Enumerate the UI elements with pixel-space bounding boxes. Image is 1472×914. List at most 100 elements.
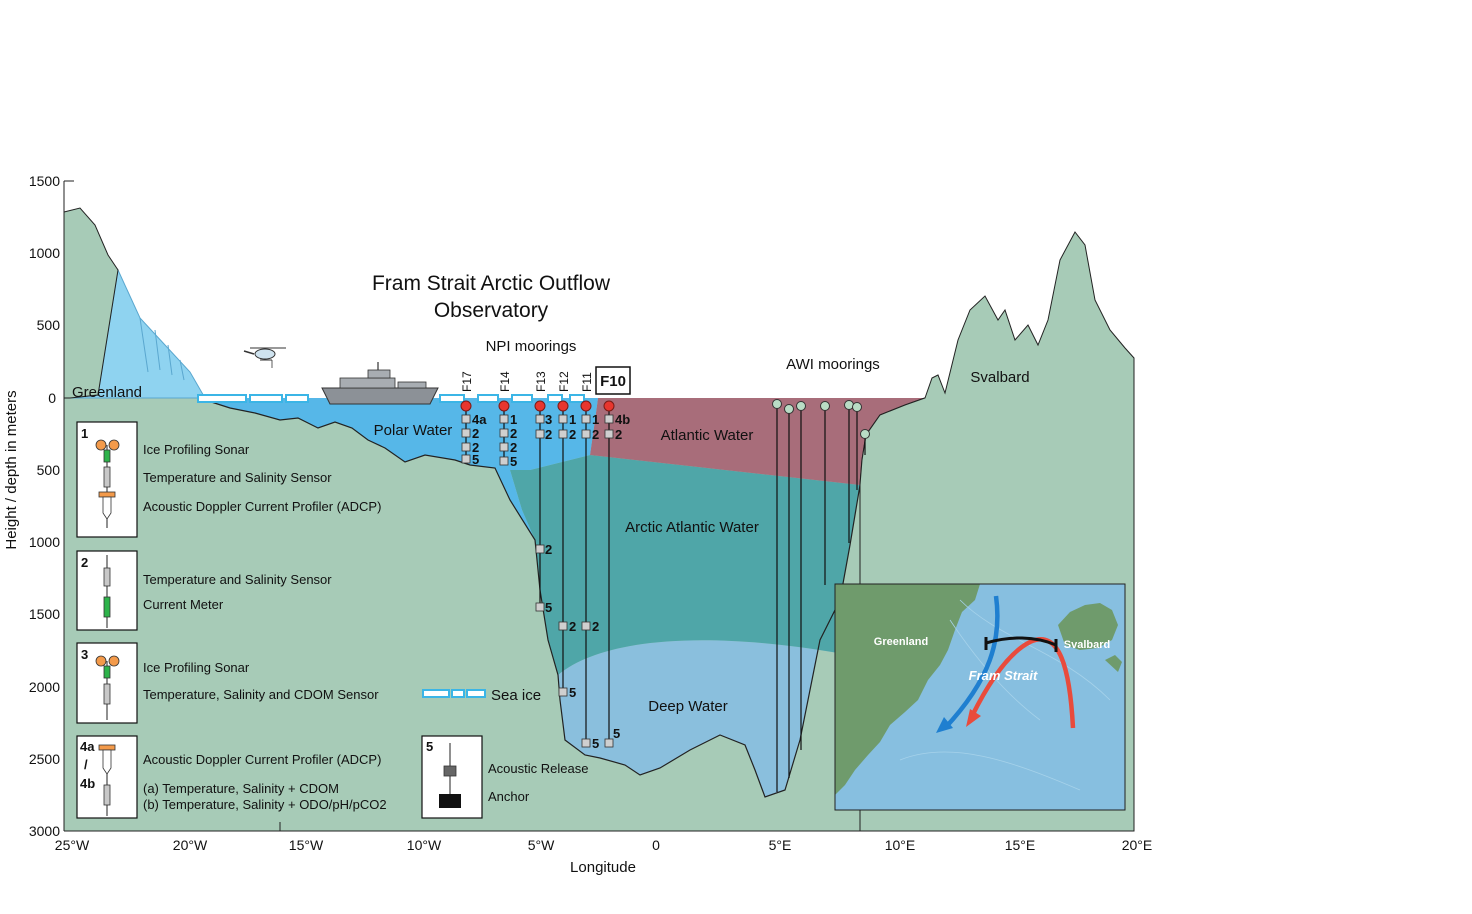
instrument — [461, 414, 471, 424]
legend-slash: / — [84, 757, 88, 772]
glacier-fringe — [139, 317, 185, 381]
instrument-number: 2 — [510, 426, 517, 441]
instrument — [581, 621, 591, 631]
instrument-number: 2 — [569, 427, 576, 442]
y-tick-label: 2000 — [29, 679, 60, 695]
x-axis: 25°W 20°W 15°W 10°W 5°W 0 5°E 10°E 15°E … — [55, 822, 1152, 876]
y-tick-label: 500 — [37, 317, 61, 333]
x-axis-label: Longitude — [570, 859, 636, 876]
legend-box-1: 1 Ice Profiling Sonar Temperature and Sa… — [76, 421, 381, 538]
instrument-number: 2 — [592, 427, 599, 442]
instrument — [604, 414, 614, 424]
legend-number: 4a — [80, 739, 95, 754]
svalbard-label: Svalbard — [970, 369, 1029, 386]
instrument — [499, 428, 509, 438]
legend-item: Acoustic Doppler Current Profiler (ADCP) — [143, 499, 381, 514]
mooring-float — [557, 400, 569, 412]
awi-moorings-label: AWI moorings — [786, 356, 880, 373]
y-tick-label: 3000 — [29, 823, 60, 839]
instrument — [558, 687, 568, 697]
helicopter-icon — [243, 347, 286, 368]
f10-box — [595, 366, 631, 395]
instrument — [604, 738, 614, 748]
instrument — [558, 429, 568, 439]
mooring-float — [460, 400, 472, 412]
legend-item: (a) Temperature, Salinity + CDOM — [143, 781, 339, 796]
y-tick-label: 0 — [48, 390, 56, 406]
legend-number: 1 — [81, 426, 88, 441]
legend-item: Temperature and Salinity Sensor — [143, 572, 332, 587]
npi-instruments — [461, 414, 614, 748]
instrument-number: 5 — [569, 685, 576, 700]
instrument — [461, 428, 471, 438]
sea-ice-legend: Sea ice — [422, 687, 541, 704]
instrument — [581, 414, 591, 424]
legend-box-5: 5 Acoustic Release Anchor — [421, 735, 588, 819]
y-tick-label: 500 — [37, 462, 61, 478]
instrument-number: 5 — [613, 726, 620, 741]
instrument — [461, 442, 471, 452]
atlantic-water — [590, 398, 925, 485]
mooring-float — [580, 400, 592, 412]
inset-svalbard-label: Svalbard — [1064, 639, 1110, 651]
instrument-number: 2 — [592, 619, 599, 634]
mooring-float — [852, 402, 862, 412]
mooring-float — [860, 429, 870, 439]
inset-section-line — [985, 636, 1057, 647]
instrument-number: 1 — [592, 412, 599, 427]
polar-water-label: Polar Water — [374, 422, 453, 439]
instrument — [535, 429, 545, 439]
x-tick-label: 0 — [652, 837, 660, 853]
deep-water-label: Deep Water — [648, 698, 727, 715]
mooring-float — [534, 400, 546, 412]
legend-item: Current Meter — [143, 597, 224, 612]
inset-greenland-label: Greenland — [874, 636, 928, 648]
legend-number: 3 — [81, 647, 88, 662]
instrument — [558, 621, 568, 631]
instrument-number: 2 — [545, 542, 552, 557]
instrument — [535, 602, 545, 612]
mooring-float — [820, 401, 830, 411]
y-tick-label: 1000 — [29, 245, 60, 261]
instrument — [499, 414, 509, 424]
inset-fram-strait-label: Fram Strait — [969, 668, 1038, 683]
mooring-name: F12 — [557, 371, 571, 392]
y-tick-label: 1000 — [29, 534, 60, 550]
instrument-number: 2 — [545, 427, 552, 442]
legend-number: 2 — [81, 555, 88, 570]
inset-blue-current-arrow — [943, 595, 1000, 730]
instrument — [581, 429, 591, 439]
instrument — [499, 442, 509, 452]
mooring-float — [603, 400, 615, 412]
mooring-name: F17 — [460, 371, 474, 392]
mooring-name: F13 — [534, 371, 548, 392]
instrument — [499, 456, 509, 466]
instrument — [461, 454, 471, 464]
y-tick-label: 1500 — [29, 173, 60, 189]
instrument-number: 5 — [545, 600, 552, 615]
f10-label: F10 — [600, 373, 626, 390]
instrument-number: 2 — [472, 426, 479, 441]
npi-floats — [460, 400, 615, 412]
mooring-float — [784, 404, 794, 414]
diagram-title-line2: Observatory — [434, 299, 549, 322]
mooring-float — [772, 399, 782, 409]
legend-item: Ice Profiling Sonar — [143, 442, 250, 457]
y-tick-label: 2500 — [29, 751, 60, 767]
legend-item: Acoustic Doppler Current Profiler (ADCP) — [143, 752, 381, 767]
instrument — [535, 414, 545, 424]
inset-greenland-land — [835, 584, 980, 795]
x-tick-label: 25°W — [55, 837, 90, 853]
sea-ice-label: Sea ice — [491, 687, 541, 704]
legend-item: Acoustic Release — [488, 761, 588, 776]
instrument-number: 2 — [615, 427, 622, 442]
mooring-float — [796, 401, 806, 411]
legend-item: Temperature and Salinity Sensor — [143, 470, 332, 485]
legend-item: Ice Profiling Sonar — [143, 660, 250, 675]
instrument — [604, 429, 614, 439]
diagram-title-line1: Fram Strait Arctic Outflow — [372, 272, 611, 295]
instrument-number: 5 — [472, 452, 479, 467]
x-tick-label: 20°W — [173, 837, 208, 853]
instrument-number: 5 — [592, 736, 599, 751]
